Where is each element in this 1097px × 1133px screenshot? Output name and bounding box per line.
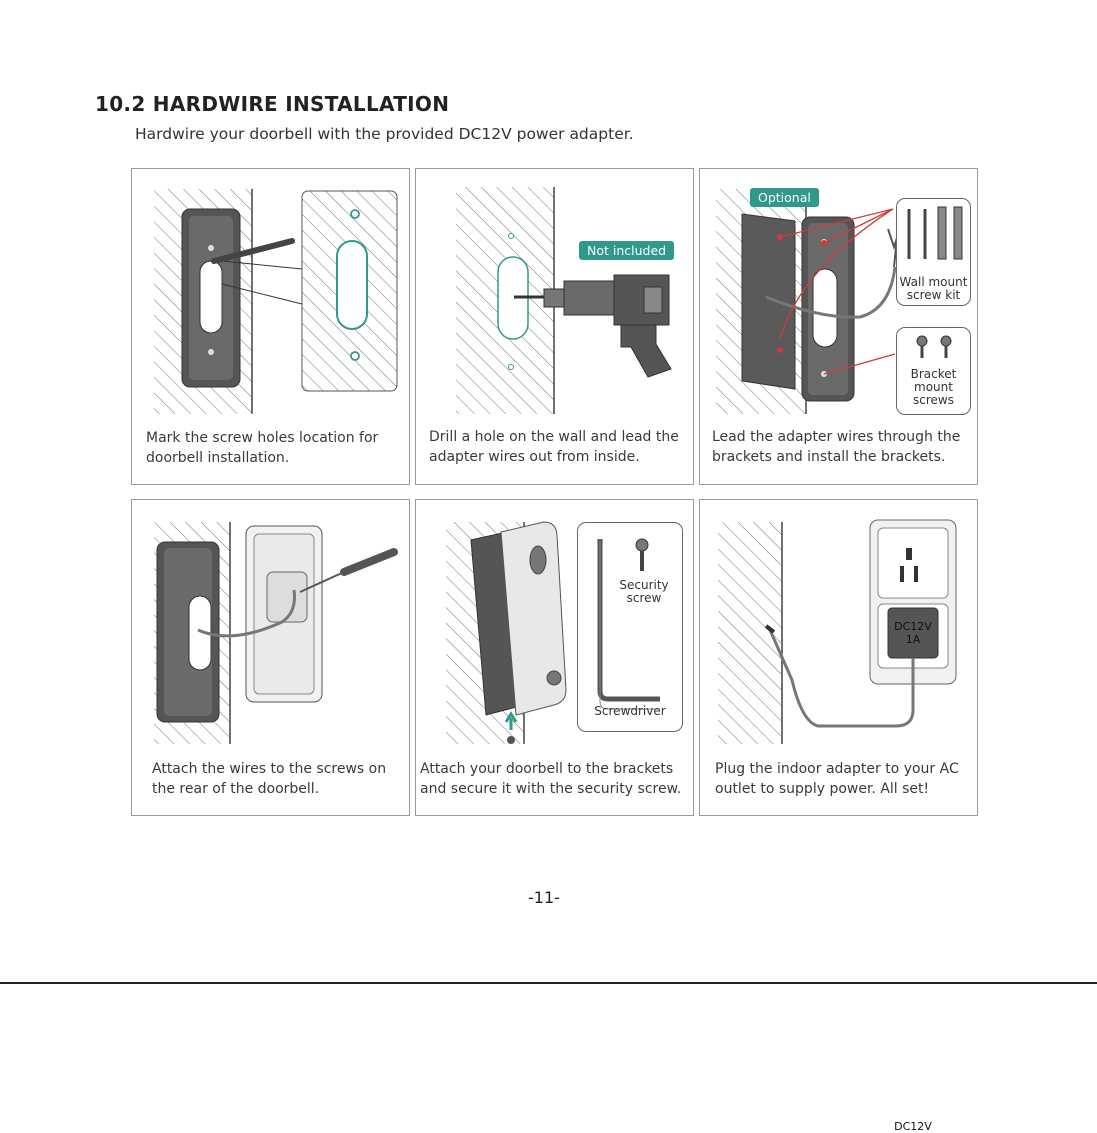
wall-screws-icon (907, 206, 963, 260)
step-5-caption-line2: and secure it with the security screw. (420, 781, 682, 797)
wall-mount-kit-box: Wall mount screw kit (896, 198, 971, 306)
step-panel-5: Security screw Screwdriver Attach your d… (415, 499, 694, 816)
step-panel-3: Optional Wall mount screw kit Bracket mo… (699, 168, 978, 485)
mark-holes-illustration (154, 189, 398, 414)
step-panel-4: Attach the wires to the screws on the re… (131, 499, 410, 816)
wall-mount-kit-label-2: screw kit (906, 288, 961, 302)
wall-mount-kit-label-1: Wall mount (899, 275, 968, 289)
bracket-illustration (716, 189, 901, 414)
step-3-caption-line2: brackets and install the brackets. (712, 449, 946, 465)
tools-box: Security screw Screwdriver (577, 522, 683, 732)
step-6-caption-line2: outlet to supply power. All set! (715, 781, 930, 797)
power-adapter-illustration (718, 519, 957, 744)
step-4-caption-line1: Attach the wires to the screws on (152, 761, 387, 777)
optional-tag: Optional (750, 188, 819, 207)
step-2-caption-line2: adapter wires out from inside. (429, 449, 640, 465)
attach-doorbell-illustration (446, 521, 567, 744)
bracket-screws-label-3: screws (913, 393, 954, 407)
step-panel-6: DC12V DC12V 1A Plug the indoor adapter t… (699, 499, 978, 1133)
step-5-caption-line1: Attach your doorbell to the brackets (420, 761, 674, 777)
adapter-label-1: DC12V (894, 1120, 932, 1133)
adapter-label-current: 1A (905, 633, 921, 646)
screwdriver-icon (597, 538, 660, 710)
attach-wires-illustration (154, 522, 398, 744)
step-6-caption-line1: Plug the indoor adapter to your AC (715, 761, 959, 777)
not-included-tag: Not included (579, 241, 675, 260)
step-3-caption-line1: Lead the adapter wires through the (712, 429, 961, 445)
adapter-label-voltage: DC12V (894, 620, 932, 633)
security-screw-label-1: Security (619, 578, 669, 592)
screwdriver-label: Screwdriver (594, 704, 666, 718)
step-1-caption-line1: Mark the screw holes location for (146, 430, 379, 446)
section-subtitle: Hardwire your doorbell with the provided… (135, 125, 634, 143)
step-panel-1: Mark the screw holes location for doorbe… (131, 168, 410, 485)
step-2-caption-line1: Drill a hole on the wall and lead the (429, 429, 679, 445)
bracket-screws-label-1: Bracket (910, 367, 957, 381)
bracket-screws-label-2: mount (914, 380, 953, 394)
section-title: 10.2 HARDWIRE INSTALLATION (95, 92, 450, 116)
step-4-caption-line2: the rear of the doorbell. (152, 781, 320, 797)
bottom-divider (0, 982, 1097, 984)
bracket-screws-box: Bracket mount screws (896, 327, 971, 415)
security-screw-label-2: screw (626, 591, 662, 605)
drill-illustration (456, 187, 672, 414)
page-number: -11- (528, 888, 560, 907)
bracket-screws-icon (916, 335, 952, 358)
step-panel-2: Not included Drill a hole on the wall an… (415, 168, 694, 485)
step-1-caption-line2: doorbell installation. (146, 450, 290, 466)
